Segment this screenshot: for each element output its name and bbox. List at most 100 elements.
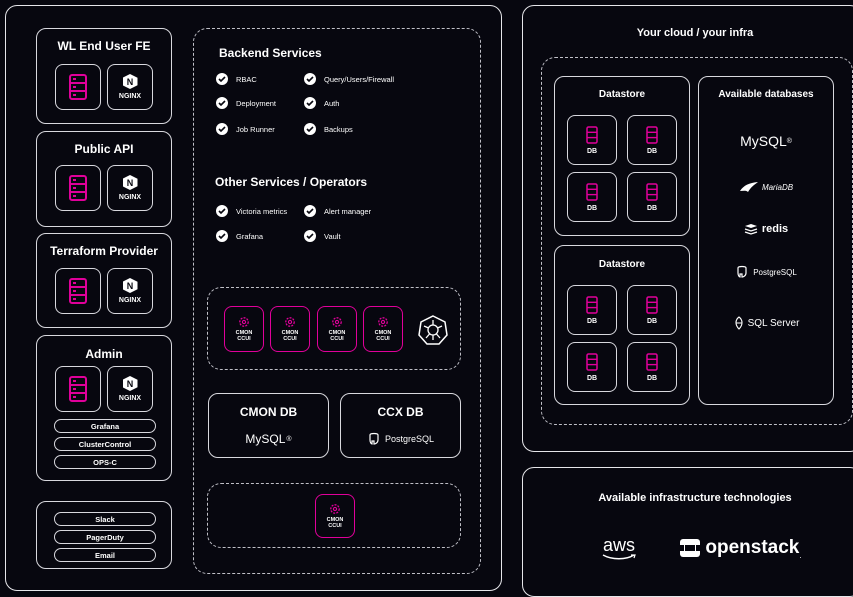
ops-c-chip[interactable]: OPS-C [54, 455, 156, 469]
cmon-db-card: CMON DB MySQL® [208, 393, 329, 458]
slack-chip[interactable]: Slack [54, 512, 156, 526]
db-node: DB [627, 285, 677, 335]
elephant-icon [369, 432, 379, 445]
openstack-icon [680, 539, 701, 557]
check-icon [216, 73, 228, 85]
email-chip[interactable]: Email [54, 548, 156, 562]
service-item: Auth [304, 97, 339, 109]
sql-server-icon [735, 316, 743, 330]
service-item: Job Runner [216, 123, 275, 135]
service-item: Grafana [216, 230, 263, 242]
smile-arrow-icon [602, 554, 636, 560]
your-cloud-panel [522, 5, 853, 452]
nginx-label: NGINX [118, 194, 142, 201]
check-icon [304, 97, 316, 109]
check-icon [304, 123, 316, 135]
check-icon [304, 73, 316, 85]
datastore-title: Datastore [598, 259, 646, 270]
service-item: Backups [304, 123, 353, 135]
server-icon [55, 366, 101, 412]
db-node: DB [627, 172, 677, 222]
control-plane-panel [5, 5, 502, 591]
cmon-cluster-region [207, 287, 461, 370]
elephant-icon [737, 265, 747, 278]
grafana-chip[interactable]: Grafana [54, 419, 156, 433]
db-node: DB [567, 172, 617, 222]
admin-title: Admin [85, 347, 123, 361]
database-icon [646, 125, 658, 144]
database-icon [646, 352, 658, 371]
nginx-label: NGINX [118, 93, 142, 100]
available-databases-title: Available databases [718, 89, 814, 100]
database-icon [586, 352, 598, 371]
postgresql-logo: PostgreSQL [699, 263, 833, 281]
check-icon [216, 97, 228, 109]
openstack-logo: openstack. [676, 536, 806, 560]
db-node: DB [627, 115, 677, 165]
ccx-db-card: CCX DB PostgreSQL [340, 393, 461, 458]
nginx-label: NGINX [118, 297, 142, 304]
datastore-title: Datastore [598, 89, 646, 100]
database-icon [586, 125, 598, 144]
service-item: Victoria metrics [216, 205, 287, 217]
server-icon [55, 165, 101, 211]
database-icon [586, 295, 598, 314]
terraform-provider-title: Terraform Provider [50, 244, 158, 258]
mariadb-logo: MariaDB [699, 178, 833, 196]
mysql-logo: MySQL® [740, 133, 792, 149]
datastore-card: Datastore DB DB DB DB [554, 245, 690, 405]
database-icon [646, 182, 658, 201]
database-icon [586, 182, 598, 201]
other-services-title: Other Services / Operators [215, 175, 368, 189]
redis-stack-icon [744, 224, 758, 235]
kubernetes-icon [417, 314, 449, 346]
available-databases-card: Available databases MySQL® MariaDB redis… [698, 76, 834, 405]
cmon-db-title: CMON DB [239, 405, 298, 419]
postgresql-logo: PostgreSQL [341, 428, 460, 450]
public-api-title: Public API [74, 142, 134, 156]
server-icon [55, 64, 101, 110]
check-icon [216, 205, 228, 217]
redis-logo: redis [699, 220, 833, 238]
service-item: Deployment [216, 97, 276, 109]
db-node: DB [627, 342, 677, 392]
services-region [193, 28, 481, 574]
service-item: Query/Users/Firewall [304, 73, 394, 85]
clustercontrol-chip[interactable]: ClusterControl [54, 437, 156, 451]
db-node: DB [567, 285, 617, 335]
your-cloud-title: Your cloud / your infra [636, 27, 754, 39]
ccx-db-title: CCX DB [377, 405, 424, 419]
nginx-label: NGINX [118, 395, 142, 402]
datastore-card: Datastore DB DB DB DB [554, 76, 690, 236]
sql-server-logo: SQL Server [699, 314, 833, 332]
pagerduty-chip[interactable]: PagerDuty [54, 530, 156, 544]
check-icon [304, 230, 316, 242]
cmon-gear-icon [239, 316, 249, 327]
check-icon [216, 230, 228, 242]
database-icon [646, 295, 658, 314]
infra-panel [522, 467, 853, 597]
check-icon [304, 205, 316, 217]
seal-icon [739, 182, 758, 192]
cmon-gear-icon [330, 503, 340, 514]
service-item: Alert manager [304, 205, 371, 217]
db-node: DB [567, 342, 617, 392]
mysql-logo: MySQL® [245, 432, 292, 446]
backend-services-title: Backend Services [219, 46, 322, 60]
cmon-gear-icon [378, 316, 388, 327]
aws-logo: aws [596, 533, 642, 563]
db-node: DB [567, 115, 617, 165]
notifications-card: Slack PagerDuty Email [36, 501, 172, 569]
